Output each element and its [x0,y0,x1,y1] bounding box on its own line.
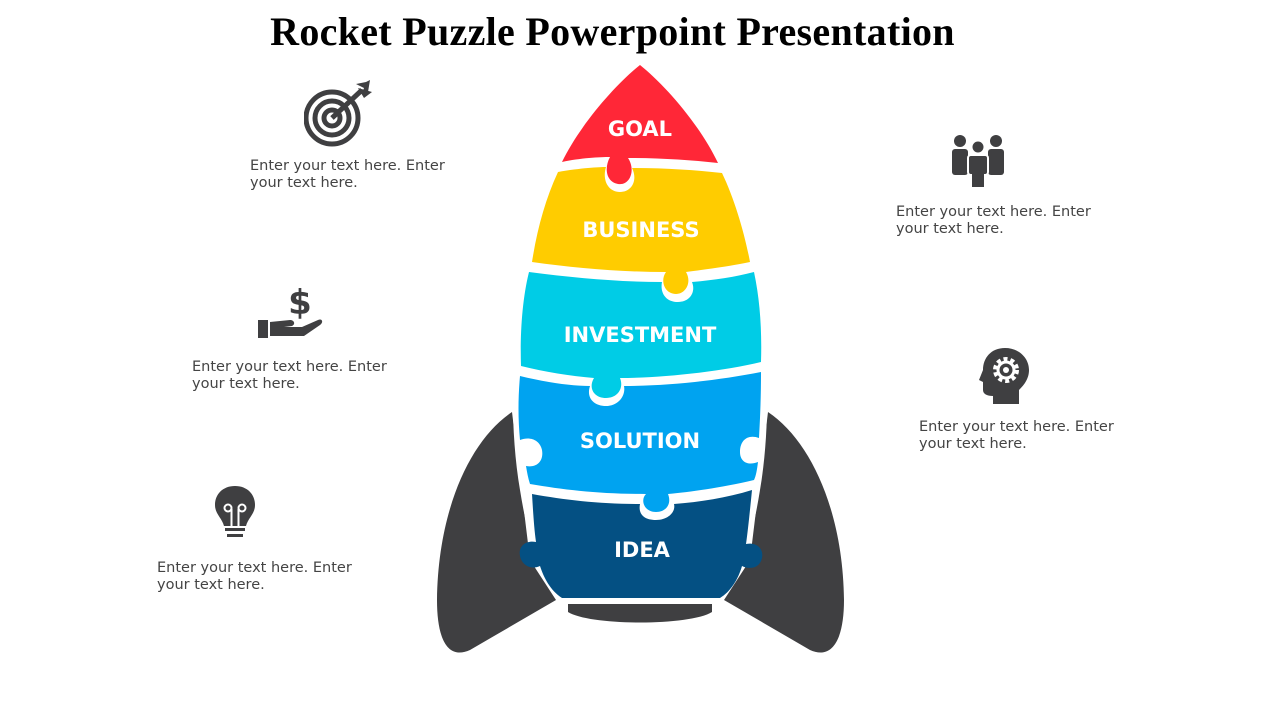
lightbulb-icon [215,486,255,537]
right-fin [724,412,844,653]
segment-label-goal: GOAL [608,117,672,141]
right-item-text: Enter your text here. Enter your text he… [896,204,1091,237]
right-item-text: Enter your text here. Enter your text he… [919,419,1114,452]
money-hand-icon: $ [258,283,323,338]
left-item-text: Enter your text here. Enter your text he… [157,560,352,593]
segment-solution [518,372,761,512]
svg-text:$: $ [288,283,312,323]
target-icon [304,80,372,147]
left-item-text: Enter your text here. Enter your text he… [250,158,445,191]
segment-goal [562,65,718,185]
segment-label-solution: SOLUTION [580,429,700,453]
left-item-text: Enter your text here. Enter your text he… [192,359,387,392]
rocket-nozzle [568,604,712,623]
segment-idea [519,490,763,598]
slide-title: Rocket Puzzle Powerpoint Presentation [270,9,955,54]
left-fin [437,412,556,653]
head-gear-icon [979,348,1029,404]
team-icon [952,135,1004,187]
segment-label-business: BUSINESS [582,218,699,242]
segment-label-idea: IDEA [614,538,671,562]
segment-business [532,167,750,294]
segment-label-investment: INVESTMENT [564,323,717,347]
segment-investment [520,272,762,398]
